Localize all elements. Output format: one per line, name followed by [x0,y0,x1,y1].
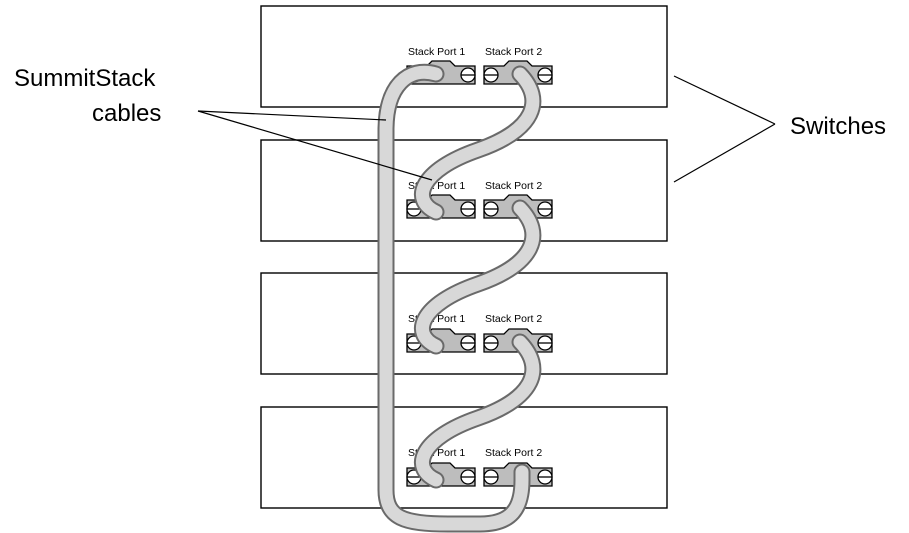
cables-leader-line [197,110,387,121]
stack-port-2-connector [483,328,553,353]
switches-leader-line [673,123,776,183]
cables-leader-line [197,110,433,181]
stack-port-1-label: Stack Port 1 [408,46,465,58]
summitstack-cables [377,63,542,533]
summitstack-cables-label: cables [92,100,161,127]
stack-port-2-label: Stack Port 2 [485,46,542,58]
stack-port-2-label: Stack Port 2 [485,313,542,325]
stack-port-2-label: Stack Port 2 [485,180,542,192]
stack-cable-1-core [415,67,540,219]
switches-leader-line [673,75,776,125]
switch-chassis [260,5,668,108]
return-cable-core [379,65,529,531]
stack-port-2-label: Stack Port 2 [485,447,542,459]
summitstack-cables-label: SummitStack [14,65,156,92]
switches-label: Switches [790,113,886,140]
stack-cable-3-core [415,335,540,487]
switch-1 [260,5,668,108]
callout-leaders [197,75,776,183]
stack-cable-2-core [415,201,540,353]
